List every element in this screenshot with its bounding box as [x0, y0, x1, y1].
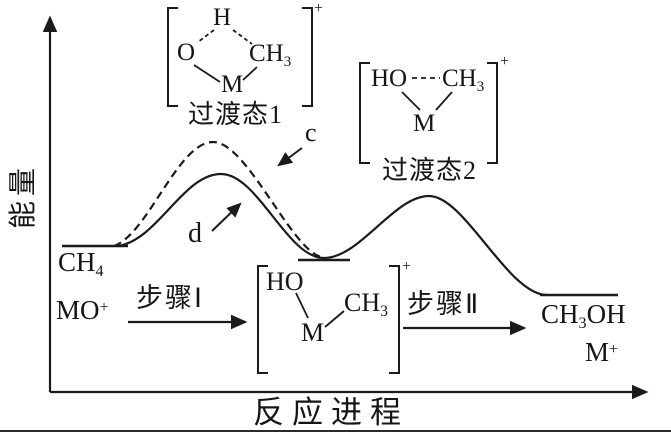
c-pointer-arrow: [277, 147, 303, 167]
ts2-caption: 过渡态2: [382, 156, 478, 185]
curve-c-label: c: [305, 118, 317, 147]
ts2-group-ch3: CH3: [442, 65, 484, 94]
ts1-atom-h: H: [213, 4, 232, 31]
ch3oh-post: OH: [586, 299, 626, 329]
step2-label: 步骤Ⅱ: [407, 289, 481, 319]
ts1-bond-h-c: [232, 29, 253, 45]
ts2-bracket-left: [359, 62, 370, 164]
intermediate-group-ho: HO: [266, 267, 304, 296]
ch4-subscript: 4: [95, 261, 104, 280]
solid-curve-d: [117, 172, 548, 297]
intermediate-group-ch3: CH3: [344, 288, 388, 319]
ts2-group-ho: HO: [371, 65, 408, 92]
ts2-bonds: [401, 77, 453, 111]
product-formula-ch3oh: CH3OH: [541, 299, 626, 331]
ch3oh-pre: CH: [541, 299, 579, 329]
ts1-bond-o-m: [193, 64, 221, 83]
ts1-ch3-base: CH: [249, 40, 284, 67]
ts2-ch3-subscript: 3: [476, 78, 485, 95]
ts2-bracket-right: [487, 62, 498, 164]
y-axis-label: 能量: [8, 162, 39, 229]
mo-base: MO: [56, 295, 100, 325]
intermediate-bracket-left: [257, 265, 268, 374]
ts1-bond-h-o: [197, 29, 215, 43]
m-charge: +: [609, 339, 619, 358]
ts1-atom-o: O: [177, 39, 196, 66]
mo-charge: +: [99, 297, 109, 316]
ch4-base: CH: [58, 247, 96, 277]
reactant-formula-ch4: CH4: [58, 247, 104, 279]
figure-bottom-rule: [0, 430, 671, 432]
x-axis-label: 反应进程: [253, 395, 409, 430]
step1-label: 步骤Ⅰ: [136, 283, 204, 313]
ts1-caption: 过渡态1: [188, 100, 284, 129]
ts2-ch3-base: CH: [442, 65, 477, 92]
reactant-formula-mo: MO+: [56, 297, 109, 324]
intermediate-ch3-base: CH: [344, 288, 381, 317]
ts1-charge: +: [314, 0, 324, 17]
m-base: M: [585, 337, 610, 367]
intermediate-ch3-subscript: 3: [380, 302, 388, 320]
intermediate-bond-m-c: [324, 310, 345, 328]
ts1-atom-m: M: [221, 71, 244, 98]
intermediate-atom-m: M: [301, 318, 325, 347]
ts1-bracket-left: [167, 7, 178, 107]
dashed-curve-c: [113, 140, 322, 259]
ts2-atom-m: M: [413, 110, 436, 137]
intermediate-bonds: [295, 292, 345, 328]
ts2-bond-o-m: [401, 91, 421, 111]
ts1-bonds: [193, 29, 258, 83]
ts2-charge: +: [500, 53, 510, 70]
curve-d-label: d: [188, 218, 202, 249]
ch3oh-subscript: 3: [578, 313, 587, 332]
intermediate-bracket-right: [389, 265, 400, 374]
ts1-bracket-right: [302, 7, 313, 107]
ts2-bond-c-m: [435, 91, 453, 111]
intermediate-bond-o-m: [295, 292, 309, 319]
ts1-ch3-subscript: 3: [283, 53, 292, 70]
ts1-group-ch3: CH3: [249, 40, 291, 69]
intermediate-charge: +: [402, 258, 412, 275]
product-formula-m: M+: [585, 339, 618, 366]
ts1-bond-m-c: [242, 66, 258, 81]
d-pointer-arrow: [211, 202, 242, 232]
